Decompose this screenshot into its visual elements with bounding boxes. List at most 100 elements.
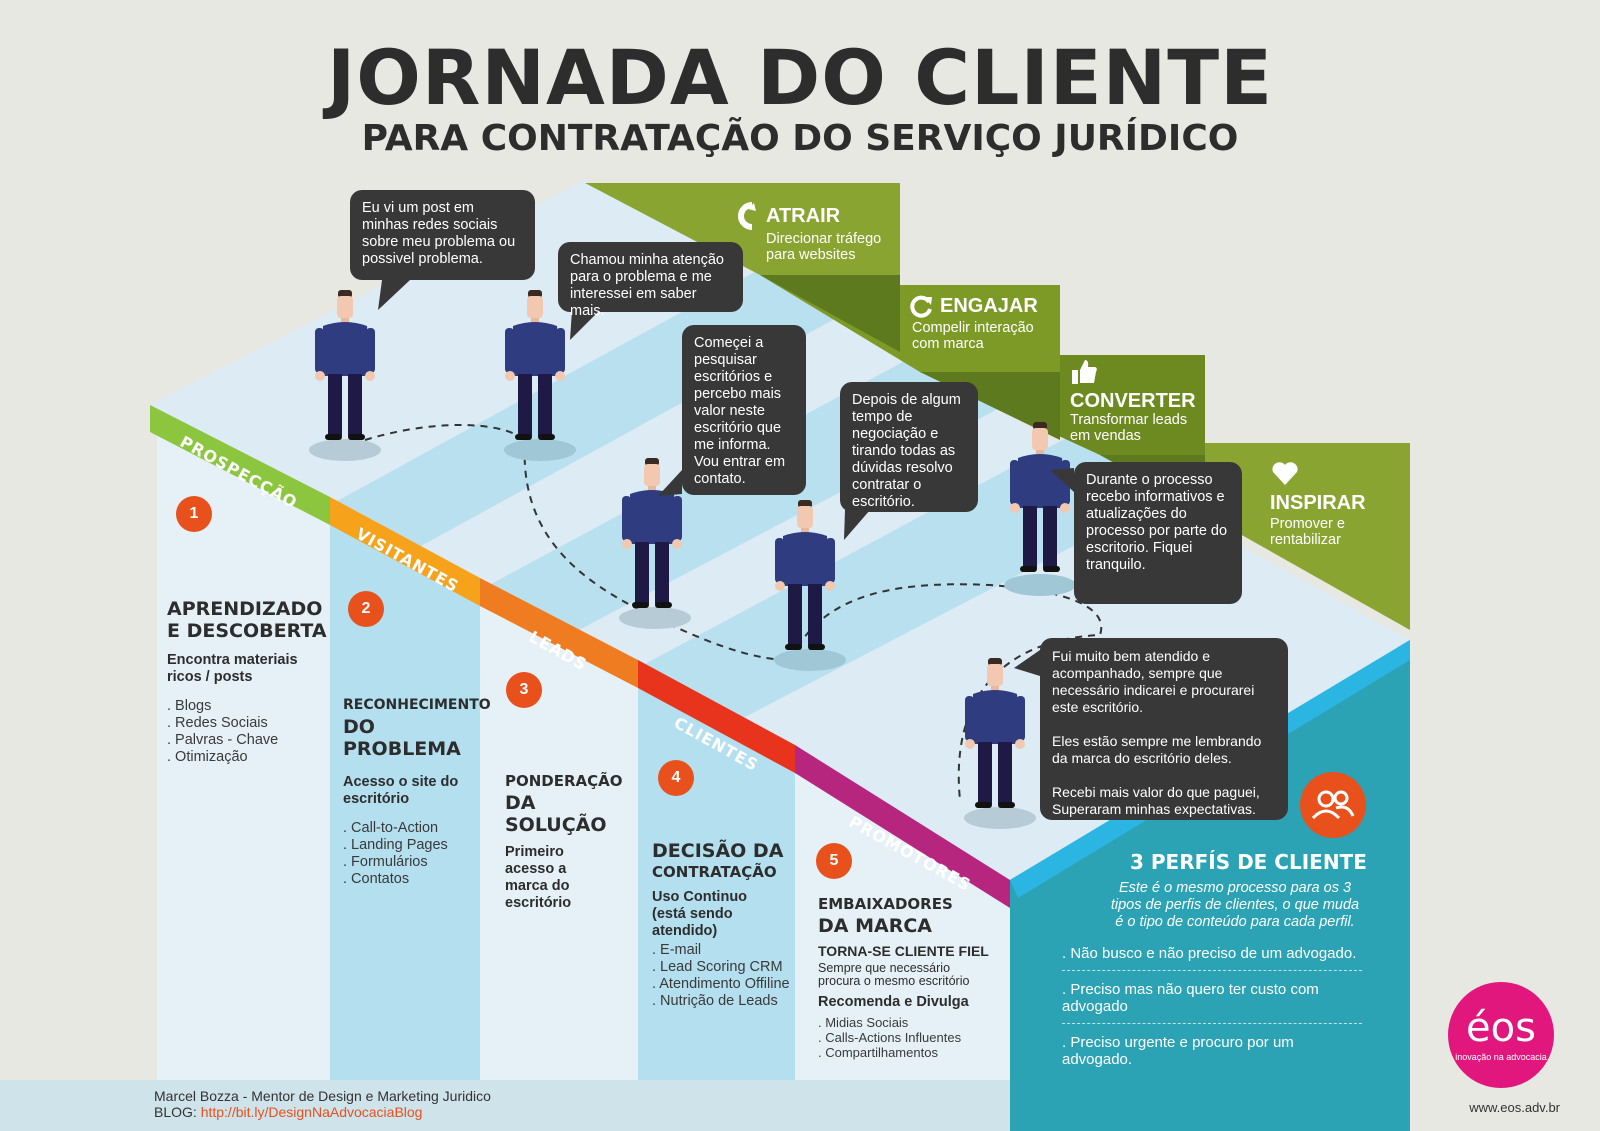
column-1-text: APRENDIZADO E DESCOBERTA Encontra materi… <box>167 598 327 766</box>
stage-desc: Transformar leads em vendas <box>1070 412 1188 444</box>
band-prospeccao <box>150 405 330 525</box>
column-subheading: Primeiro acesso a marca do escritório <box>505 844 572 911</box>
speech-bubble-6: Fui muito bem atendido e acompanhado, se… <box>1040 638 1288 820</box>
column-list: . E-mail . Lead Scoring CRM . Atendiment… <box>652 942 797 1010</box>
profile-item: . Não busco e não preciso de um advogado… <box>1062 945 1362 971</box>
profile-item: . Preciso mas não quero ter custo com ad… <box>1062 981 1362 1024</box>
bubble-tail <box>658 470 682 496</box>
brand-tagline: inovação na advocacia <box>1455 1052 1547 1062</box>
figure-shadow <box>774 649 846 671</box>
step-number-2: 2 <box>348 591 384 627</box>
page-subtitle: PARA CONTRATAÇÃO DO SERVIÇO JURÍDICO <box>361 118 1239 159</box>
column-2-text: RECONHECIMENTO DO PROBLEMA Acesso o site… <box>343 697 491 888</box>
figure-shadow <box>504 439 576 461</box>
page-title: JORNADA DO CLIENTE <box>326 33 1274 122</box>
column-list: . Call-to-Action . Landing Pages . Formu… <box>343 820 483 888</box>
list-item: . Lead Scoring CRM <box>652 959 783 975</box>
list-item: . Contatos <box>343 871 410 887</box>
list-item: . Otimização <box>167 749 248 765</box>
step-number-3: 3 <box>506 672 542 708</box>
list-item: . Landing Pages <box>343 837 448 853</box>
profiles-panel <box>1010 640 1410 1131</box>
footer-author: Marcel Bozza - Mentor de Design e Market… <box>154 1088 491 1104</box>
profile-item: . Preciso urgente e procuro por um advog… <box>1062 1034 1294 1068</box>
footer-bar-right <box>1410 1080 1600 1131</box>
footer-blog: BLOG: http://bit.ly/DesignNaAdvocaciaBlo… <box>154 1104 422 1120</box>
speech-bubble-2: Chamou minha atenção para o problema e m… <box>558 242 743 319</box>
bubble-tail <box>1014 650 1040 676</box>
list-item: . Nutrição de Leads <box>652 993 778 1009</box>
column-3-face <box>480 600 638 1080</box>
brand-logo: éos inovação na advocacia <box>1448 982 1554 1088</box>
column-heading-small: RECONHECIMENTO <box>343 697 491 713</box>
list-item: . Formulários <box>343 854 428 870</box>
column-note: Sempre que necessário procura o mesmo es… <box>818 961 970 988</box>
column-list: . Blogs . Redes Sociais . Palvras - Chav… <box>167 698 327 766</box>
figure-shadow <box>309 439 381 461</box>
heart-icon <box>1272 462 1298 485</box>
thumbs-up-icon <box>1072 360 1097 384</box>
stage-desc: Promover e rentabilizar <box>1270 516 1345 548</box>
band-promotores <box>795 745 1010 908</box>
column-3-text: PONDERAÇÃO DA SOLUÇÃO Primeiro acesso a … <box>505 773 635 912</box>
footer-blog-link[interactable]: http://bit.ly/DesignNaAdvocaciaBlog <box>200 1104 423 1120</box>
column-subheading-2: Recomenda e Divulga <box>818 994 969 1010</box>
stage-title: ATRAIR <box>766 205 841 227</box>
stage-title: ENGAJAR <box>940 295 1038 317</box>
figure-shadow <box>1004 574 1076 596</box>
magnet-icon <box>738 202 756 230</box>
column-subheading: Uso Continuo (está sendo atendido) <box>652 889 748 939</box>
footer-blog-label: BLOG: <box>154 1104 197 1120</box>
bubble-tail <box>844 510 870 540</box>
speech-bubble-1: Eu vi um post em minhas redes sociais so… <box>350 190 535 280</box>
bubble-tail <box>378 280 410 310</box>
bubble-tail <box>570 310 600 340</box>
list-item: . Atendimento Offiline <box>652 976 790 992</box>
column-heading: DA MARCA <box>818 915 932 937</box>
stage-desc: Direcionar tráfego para websites <box>766 231 882 263</box>
list-item: . E-mail <box>652 942 702 958</box>
footer-bar <box>0 1080 1010 1131</box>
column-5-text: EMBAIXADORES DA MARCA TORNA-SE CLIENTE F… <box>818 895 1008 1061</box>
column-5-face <box>795 765 1010 1080</box>
speech-bubble-4: Depois de algum tempo de negociação e ti… <box>840 382 978 512</box>
users-icon <box>1311 790 1355 820</box>
list-item: . Redes Sociais <box>167 715 268 731</box>
profiles-list: . Não busco e não preciso de um advogado… <box>1062 945 1362 1086</box>
column-heading-small: PONDERAÇÃO <box>505 772 623 790</box>
stage-title: CONVERTER <box>1070 390 1196 412</box>
band-visitantes <box>330 497 480 606</box>
list-item: . Midias Sociais <box>818 1015 909 1030</box>
column-heading: DO PROBLEMA <box>343 716 461 760</box>
list-item: . Blogs <box>167 698 212 714</box>
column-subheading: Acesso o site do escritório <box>343 774 459 807</box>
step-number-5: 5 <box>816 843 852 879</box>
column-1-face <box>157 435 330 1080</box>
brand-url[interactable]: www.eos.adv.br <box>1469 1100 1560 1115</box>
profiles-intro: Este é o mesmo processo para os 3 tipos … <box>1110 880 1360 930</box>
column-heading-small: CONTRATAÇÃO <box>652 863 777 881</box>
stage-ribbon-atrair <box>585 183 900 275</box>
column-heading-small: EMBAIXADORES <box>818 895 953 913</box>
list-item: . Compartilhamentos <box>818 1045 938 1060</box>
list-item: . Calls-Actions Influentes <box>818 1030 962 1045</box>
step-number-1: 1 <box>176 496 212 532</box>
column-subheading: TORNA-SE CLIENTE FIEL <box>818 943 989 959</box>
column-subheading: Encontra materiais ricos / posts <box>167 652 298 685</box>
column-2-face <box>330 520 480 1080</box>
figure-shadow <box>619 607 691 629</box>
column-heading: DA SOLUÇÃO <box>505 792 607 836</box>
figure-shadow <box>964 807 1036 829</box>
stage-title: INSPIRAR <box>1270 492 1366 514</box>
speech-bubble-3: Começei a pesquisar escritórios e perceb… <box>682 325 806 495</box>
bubble-tail <box>1050 468 1074 492</box>
band-clientes <box>638 660 795 773</box>
speech-bubble-5: Durante o processo recebo informativos e… <box>1074 462 1242 604</box>
step-number-4: 4 <box>658 760 694 796</box>
list-item: . Palvras - Chave <box>167 732 279 748</box>
profiles-title: 3 PERFÍS DE CLIENTE <box>1130 850 1367 874</box>
refresh-icon <box>910 295 932 318</box>
band-leads <box>480 578 638 688</box>
